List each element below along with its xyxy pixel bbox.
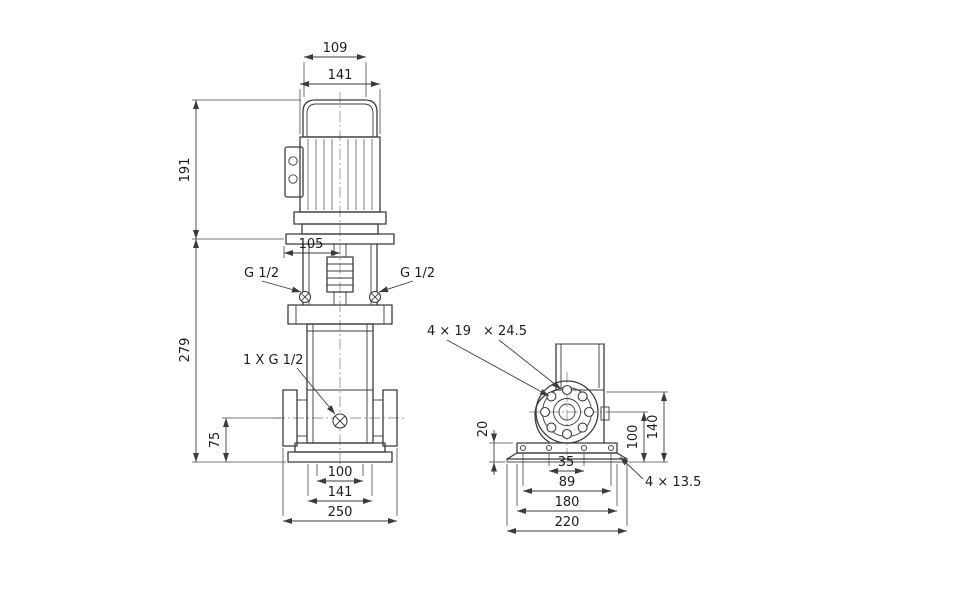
port-right-callout: G 1/2 bbox=[378, 266, 435, 293]
flange-face bbox=[535, 380, 599, 444]
dim-75-label: 75 bbox=[208, 432, 223, 449]
front-view: 109 141 191 279 105 75 bbox=[178, 41, 435, 524]
dim-75: 75 bbox=[208, 417, 281, 462]
dim-250-label: 250 bbox=[328, 505, 353, 520]
dim-141-top-label: 141 bbox=[328, 68, 353, 83]
dim-100-front: 100 bbox=[316, 464, 364, 484]
drain-label: 1 X G 1/2 bbox=[243, 353, 304, 368]
motor-flange bbox=[285, 211, 395, 245]
dim-100-side-label: 100 bbox=[626, 425, 641, 450]
dim-279-label: 279 bbox=[178, 338, 193, 363]
base-holes-callout: 4 × 13.5 bbox=[619, 456, 701, 490]
dim-105-label: 105 bbox=[299, 237, 324, 252]
terminal-box bbox=[284, 146, 304, 198]
pump-column-side bbox=[555, 343, 605, 444]
dim-220: 220 bbox=[506, 464, 628, 534]
flange-holes-callout: 4 × 19 × 24.5 bbox=[427, 324, 562, 397]
dim-279: 279 bbox=[178, 239, 286, 463]
dim-109-label: 109 bbox=[323, 41, 348, 56]
dim-109: 109 bbox=[303, 41, 367, 97]
dim-140-label: 140 bbox=[646, 415, 661, 440]
nameplate bbox=[600, 406, 610, 421]
dim-141-bottom-label: 141 bbox=[328, 485, 353, 500]
port-left-callout: G 1/2 bbox=[244, 266, 302, 293]
base-holes-label: 4 × 13.5 bbox=[645, 475, 701, 490]
dim-20: 20 bbox=[476, 421, 513, 475]
side-view: 4 × 19 × 24.5 4 × 13.5 20 100 bbox=[427, 324, 701, 534]
dim-180: 180 bbox=[516, 464, 618, 514]
dim-191: 191 bbox=[178, 99, 301, 240]
dim-220-label: 220 bbox=[555, 515, 580, 530]
motor-fan-cover bbox=[302, 99, 378, 138]
chamber-stack bbox=[306, 323, 374, 444]
dim-105: 105 bbox=[283, 237, 340, 258]
flange-holes-label: 4 × 19 bbox=[427, 324, 471, 339]
dim-89: 89 bbox=[522, 452, 612, 494]
drain-callout: 1 X G 1/2 bbox=[243, 353, 336, 415]
flange-bolt-holes bbox=[539, 384, 595, 440]
dim-100-side: 100 bbox=[607, 411, 668, 463]
pump-base-front bbox=[287, 442, 393, 463]
drain-plug bbox=[332, 413, 348, 429]
dim-89-label: 89 bbox=[559, 475, 576, 490]
port-plug-right bbox=[368, 290, 382, 304]
dim-191-label: 191 bbox=[178, 158, 193, 183]
suction-flange bbox=[282, 389, 307, 447]
dim-35: 35 bbox=[548, 452, 585, 474]
dim-100-front-label: 100 bbox=[328, 465, 353, 480]
port-right-label: G 1/2 bbox=[400, 266, 435, 281]
dim-35-label: 35 bbox=[558, 455, 575, 470]
dim-180-label: 180 bbox=[555, 495, 580, 510]
dim-141-top: 141 bbox=[299, 68, 381, 134]
dim-140: 140 bbox=[606, 391, 668, 462]
dim-20-label: 20 bbox=[476, 421, 491, 438]
motor-body bbox=[299, 136, 381, 213]
dim-141-bottom: 141 bbox=[307, 464, 373, 504]
port-plug-left bbox=[298, 290, 312, 304]
dim-250: 250 bbox=[282, 448, 398, 524]
discharge-flange bbox=[373, 389, 398, 447]
flange-holes-label-2: × 24.5 bbox=[483, 324, 527, 339]
port-left-label: G 1/2 bbox=[244, 266, 279, 281]
